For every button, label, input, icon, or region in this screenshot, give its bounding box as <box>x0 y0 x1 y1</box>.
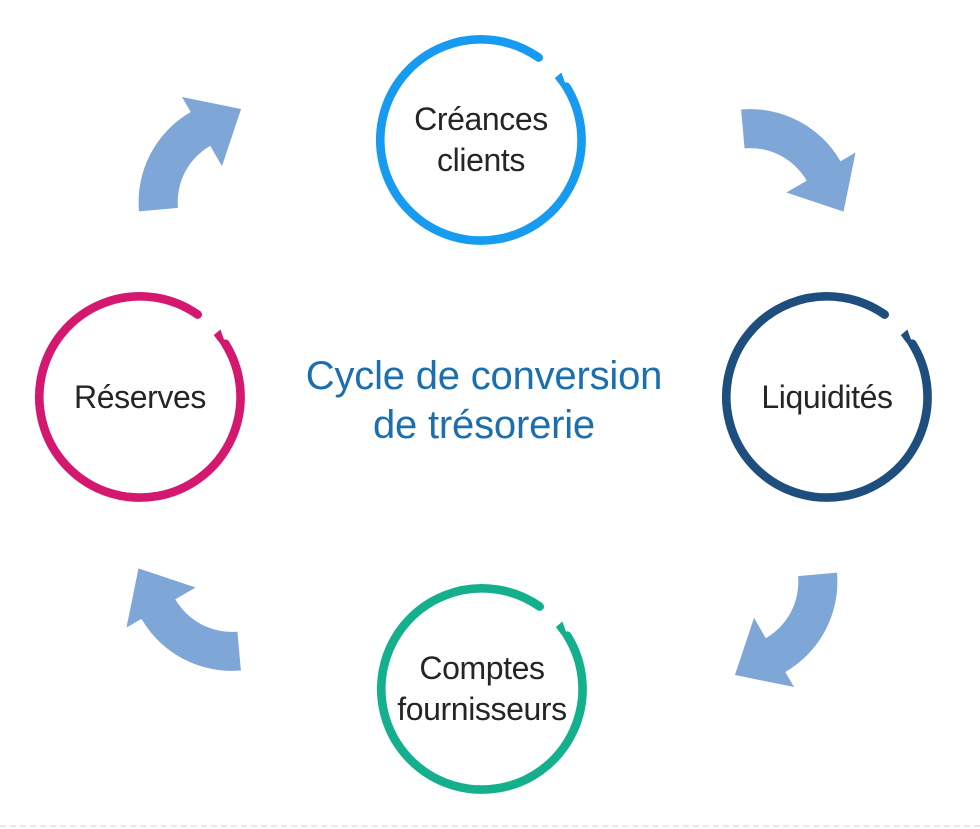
node-label-creances-clients: Créances clients <box>414 101 548 178</box>
node-creances-clients: Créances clients <box>366 25 596 255</box>
curved-arrow-icon-reserves-to-creances <box>113 81 252 229</box>
bottom-edge-divider <box>0 825 980 827</box>
curved-arrow-icon-creances-to-liquidites <box>724 83 872 222</box>
diagram-title-line1: Cycle de conversion <box>305 354 663 398</box>
node-reserves: Réserves <box>25 282 255 512</box>
diagram-title: Cycle de conversion de trésorerie <box>264 352 704 450</box>
curved-arrow-icon-comptes-to-reserves <box>110 558 258 697</box>
node-liquidites: Liquidités <box>712 282 942 512</box>
node-label-comptes-fournisseurs: Comptes fournisseurs <box>397 650 567 727</box>
node-label-reserves: Réserves <box>74 378 206 415</box>
diagram-title-line2: de trésorerie <box>373 403 595 447</box>
node-label-liquidites: Liquidités <box>761 378 893 415</box>
node-comptes-fournisseurs: Comptes fournisseurs <box>367 574 597 804</box>
curved-arrow-icon-liquidites-to-comptes <box>725 556 864 704</box>
